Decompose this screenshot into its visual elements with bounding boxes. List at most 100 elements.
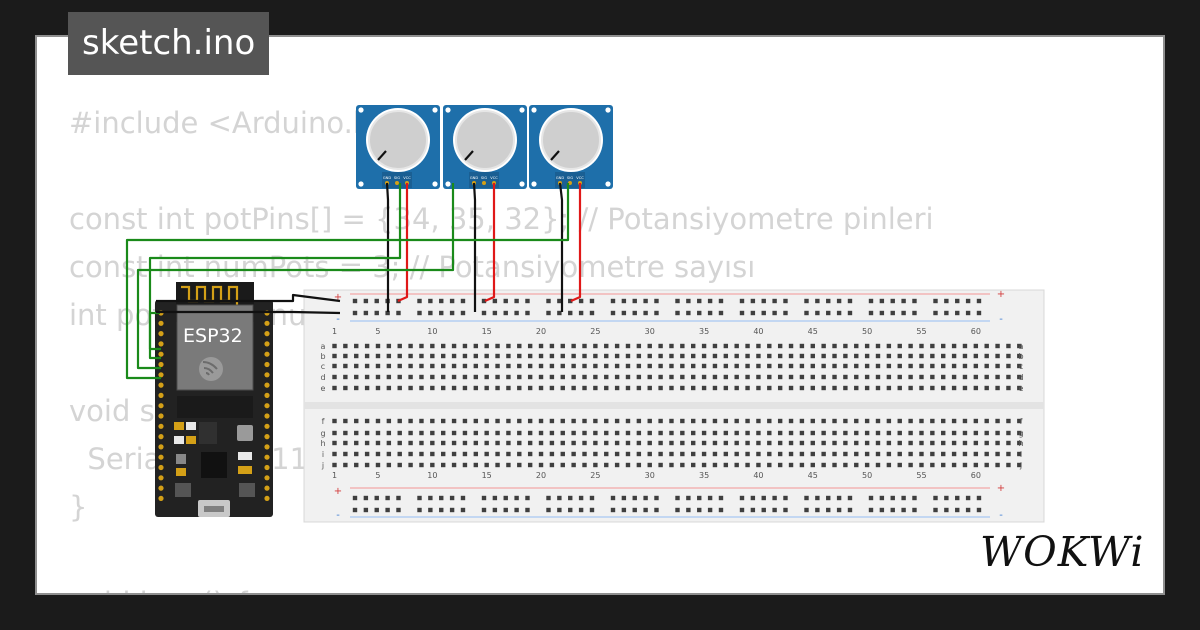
bb-hole[interactable]	[451, 440, 457, 446]
bb-hole[interactable]	[386, 385, 392, 391]
bb-hole[interactable]	[821, 353, 826, 359]
esp32-pin[interactable]	[264, 341, 270, 347]
bb-hole[interactable]	[908, 430, 913, 436]
bb-hole[interactable]	[962, 363, 968, 369]
bb-hole[interactable]	[441, 451, 446, 457]
bb-hole[interactable]	[451, 374, 457, 380]
bb-hole[interactable]	[375, 385, 381, 391]
bb-hole[interactable]	[951, 430, 957, 436]
bb-hole[interactable]	[658, 353, 663, 359]
bb-rail-hole[interactable]	[826, 507, 831, 513]
bb-rail-hole[interactable]	[503, 495, 508, 501]
bb-rail-hole[interactable]	[621, 310, 627, 316]
bb-hole[interactable]	[756, 462, 761, 468]
esp32-pin[interactable]	[158, 331, 164, 337]
bb-hole[interactable]	[908, 451, 913, 457]
bb-hole[interactable]	[397, 418, 402, 424]
bb-hole[interactable]	[604, 451, 609, 457]
bb-hole[interactable]	[908, 353, 913, 359]
bb-rail-hole[interactable]	[632, 298, 637, 304]
bb-hole[interactable]	[951, 343, 957, 349]
bb-hole[interactable]	[734, 363, 739, 369]
bb-rail-hole[interactable]	[460, 310, 466, 316]
bb-rail-hole[interactable]	[503, 310, 508, 316]
bb-hole[interactable]	[495, 462, 500, 468]
bb-hole[interactable]	[636, 430, 642, 436]
bb-hole[interactable]	[799, 440, 805, 446]
esp32-pin[interactable]	[264, 320, 270, 326]
bb-hole[interactable]	[430, 418, 435, 424]
bb-hole[interactable]	[723, 353, 729, 359]
bb-hole[interactable]	[517, 451, 522, 457]
bb-hole[interactable]	[386, 353, 392, 359]
bb-hole[interactable]	[441, 385, 446, 391]
bb-hole[interactable]	[430, 353, 435, 359]
bb-rail-hole[interactable]	[707, 495, 713, 501]
bb-hole[interactable]	[875, 451, 881, 457]
bb-hole[interactable]	[484, 385, 489, 391]
bb-hole[interactable]	[343, 462, 348, 468]
bb-hole[interactable]	[777, 462, 783, 468]
bb-hole[interactable]	[430, 430, 435, 436]
bb-hole[interactable]	[712, 385, 718, 391]
bb-rail-hole[interactable]	[396, 495, 401, 501]
wire[interactable]	[558, 182, 564, 312]
bb-hole[interactable]	[734, 451, 739, 457]
bb-hole[interactable]	[864, 353, 870, 359]
bb-hole[interactable]	[777, 343, 783, 349]
bb-hole[interactable]	[604, 385, 609, 391]
bb-rail-hole[interactable]	[439, 298, 444, 304]
bb-rail-hole[interactable]	[933, 495, 938, 501]
bb-hole[interactable]	[788, 374, 794, 380]
bb-hole[interactable]	[799, 385, 805, 391]
bb-hole[interactable]	[484, 343, 489, 349]
bb-rail-hole[interactable]	[761, 507, 766, 513]
bb-rail-hole[interactable]	[976, 298, 982, 304]
bb-rail-hole[interactable]	[804, 310, 809, 316]
bb-hole[interactable]	[995, 430, 1000, 436]
bb-hole[interactable]	[582, 430, 587, 436]
bb-hole[interactable]	[767, 440, 772, 446]
bb-hole[interactable]	[451, 430, 457, 436]
bb-rail-hole[interactable]	[417, 298, 422, 304]
bb-rail-hole[interactable]	[578, 507, 584, 513]
wire[interactable]	[156, 293, 341, 303]
bb-rail-hole[interactable]	[546, 310, 551, 316]
bb-hole[interactable]	[560, 440, 565, 446]
bb-hole[interactable]	[538, 374, 544, 380]
bb-hole[interactable]	[593, 451, 598, 457]
bb-hole[interactable]	[810, 440, 815, 446]
bb-rail-hole[interactable]	[417, 495, 422, 501]
bb-hole[interactable]	[745, 462, 750, 468]
bb-rail-hole[interactable]	[933, 507, 938, 513]
bb-hole[interactable]	[636, 374, 642, 380]
bb-hole[interactable]	[658, 462, 663, 468]
bb-hole[interactable]	[343, 385, 348, 391]
bb-hole[interactable]	[527, 374, 533, 380]
bb-rail-hole[interactable]	[621, 298, 627, 304]
bb-hole[interactable]	[995, 462, 1000, 468]
bb-hole[interactable]	[788, 385, 794, 391]
bb-rail-hole[interactable]	[352, 507, 358, 513]
bb-hole[interactable]	[538, 363, 544, 369]
bb-rail-hole[interactable]	[557, 495, 562, 501]
bb-hole[interactable]	[527, 430, 533, 436]
bb-hole[interactable]	[517, 430, 522, 436]
bb-hole[interactable]	[680, 462, 685, 468]
bb-hole[interactable]	[549, 440, 555, 446]
bb-hole[interactable]	[408, 440, 413, 446]
wire[interactable]	[385, 182, 390, 312]
bb-hole[interactable]	[930, 353, 935, 359]
bb-hole[interactable]	[995, 440, 1000, 446]
bb-hole[interactable]	[962, 462, 968, 468]
bb-hole[interactable]	[995, 418, 1000, 424]
bb-rail-hole[interactable]	[815, 310, 820, 316]
bb-hole[interactable]	[821, 363, 826, 369]
bb-rail-hole[interactable]	[589, 298, 595, 304]
bb-rail-hole[interactable]	[385, 495, 390, 501]
bb-hole[interactable]	[680, 418, 685, 424]
bb-rail-hole[interactable]	[492, 495, 498, 501]
bb-hole[interactable]	[332, 353, 337, 359]
bb-hole[interactable]	[897, 343, 902, 349]
bb-hole[interactable]	[636, 363, 642, 369]
